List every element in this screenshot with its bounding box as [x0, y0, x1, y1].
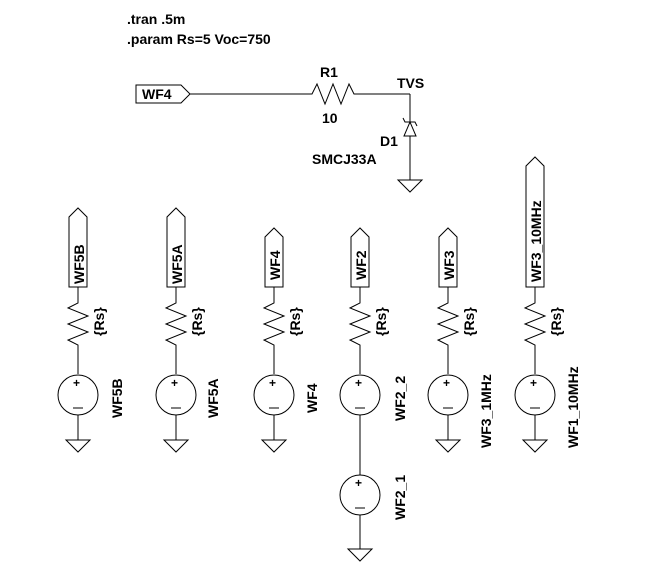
- wf2-ground: [346, 548, 374, 562]
- wf4-source-label: WF4: [304, 383, 320, 413]
- branch-wf4: WF4 {Rs} + WF4: [253, 227, 320, 453]
- wf3-10mhz-flag-label: WF3_10MHz: [528, 200, 544, 282]
- wf3-10mhz-flag: [525, 156, 545, 288]
- wf4-flag-label: WF4: [267, 250, 283, 280]
- wf5b-ground: [64, 439, 92, 453]
- r1-name: R1: [320, 64, 338, 80]
- wf5b-flag: [68, 207, 88, 288]
- wf1-10mhz-source-plus: +: [530, 376, 537, 390]
- wf3-10mhz-resistor: [523, 297, 547, 351]
- wf3-resistor-value: {Rs}: [461, 307, 477, 336]
- wf2-2-source-label: WF2_2: [392, 376, 408, 421]
- d1-model: SMCJ33A: [312, 151, 377, 167]
- wf4-source-plus: +: [269, 376, 276, 390]
- wf2-resistor-value: {Rs}: [373, 307, 389, 336]
- wf5b-flag-label: WF5B: [71, 244, 87, 284]
- wf2-flag: [350, 227, 370, 288]
- wf3-ground: [434, 439, 462, 453]
- wf5a-ground: [162, 439, 190, 453]
- wf5a-source-plus: +: [171, 376, 178, 390]
- branch-wf5a: WF5A {Rs} + WF5A: [155, 207, 221, 453]
- wf2-1-source-plus: +: [355, 476, 362, 490]
- wf5b-resistor: [66, 297, 90, 351]
- r1-value: 10: [322, 110, 338, 126]
- wf5a-resistor: [164, 297, 188, 351]
- wf4-resistor: [262, 297, 286, 351]
- wf3-flag: [438, 227, 458, 288]
- wf2-2-source-plus: +: [355, 376, 362, 390]
- top-circuit: WF4 R1 10 TVS D1 SMCJ33A: [135, 64, 424, 193]
- wf5a-flag-label: WF5A: [169, 244, 185, 284]
- wf2-1-source-label: WF2_1: [392, 475, 408, 520]
- wf5b-source-plus: +: [73, 376, 80, 390]
- wf5a-flag: [166, 207, 186, 288]
- branch-wf3: WF3 {Rs} + WF3_1MHz: [427, 227, 494, 453]
- r1-resistor: [306, 82, 360, 106]
- wf5b-resistor-value: {Rs}: [91, 307, 107, 336]
- wf4-flag: [264, 227, 284, 288]
- wf4-ground: [260, 439, 288, 453]
- wf3-source-plus: +: [443, 376, 450, 390]
- d1-name: D1: [380, 133, 398, 149]
- wf3-10mhz-resistor-value: {Rs}: [548, 307, 564, 336]
- wf5b-source-label: WF5B: [109, 378, 125, 418]
- wf2-flag-label: WF2: [353, 250, 369, 280]
- branch-wf3-10mhz: WF3_10MHz {Rs} + WF1_10MHz: [514, 156, 581, 453]
- wf1-10mhz-ground: [521, 439, 549, 453]
- wf4-resistor-value: {Rs}: [287, 307, 303, 336]
- wf3-resistor: [436, 297, 460, 351]
- wf2-resistor: [348, 297, 372, 351]
- tran-directive: .tran .5m: [127, 11, 185, 27]
- wf3-source-label: WF3_1MHz: [478, 374, 494, 448]
- wf4-input-port: [135, 84, 191, 104]
- wf3-flag-label: WF3: [441, 250, 457, 280]
- ground-symbol: [396, 179, 424, 193]
- branch-wf5b: WF5B {Rs} + WF5B: [57, 207, 125, 453]
- wf1-10mhz-source-label: WF1_10MHz: [565, 366, 581, 448]
- tvs-node-label: TVS: [397, 75, 424, 91]
- branch-wf2: WF2 {Rs} + WF2_2 + WF2_1: [339, 227, 408, 562]
- wf5a-resistor-value: {Rs}: [189, 307, 205, 336]
- wf5a-source-label: WF5A: [205, 378, 221, 418]
- wf4-input-label: WF4: [142, 86, 172, 102]
- param-directive: .param Rs=5 Voc=750: [127, 31, 271, 47]
